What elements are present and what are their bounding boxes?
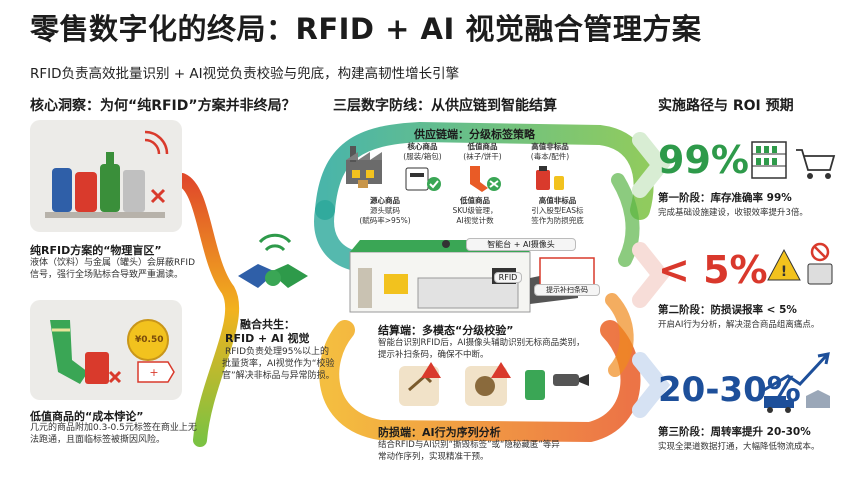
- factory-illustration: [346, 146, 382, 188]
- left-ribbon: [175, 173, 240, 447]
- low-value-card: + ¥0.50: [30, 300, 182, 400]
- card2-title: 低值商品的“成本悖论”: [30, 410, 144, 423]
- page-subtitle: RFID负责高效批量识别 + AI视觉负责校验与兜底，构建高韧性增长引擎: [30, 66, 460, 82]
- fusion-text-1: RFID负责处理95%以上的: [225, 347, 330, 357]
- tier2-sub: (袜子/饼干): [463, 152, 502, 161]
- checkout-text-2: 提示补扫条码，确保不中断。: [378, 350, 489, 360]
- chevron-2: [632, 242, 671, 308]
- loss-text-1: 结合RFID与AI识别“撕毁标签”或“隐秘藏匿”等异: [378, 440, 560, 450]
- stage2-title: 第二阶段：防损误报率 < 5%: [658, 304, 797, 316]
- top-ribbon-lower: [314, 200, 362, 270]
- stage2-big: < 5%: [658, 248, 768, 292]
- stage1-big: 99%: [658, 138, 749, 182]
- handshake-illustration: [238, 233, 308, 288]
- stage3-title: 第三阶段：周转率提升 20-30%: [658, 426, 811, 438]
- loss-title: 防损端：AI行为序列分析: [378, 426, 501, 439]
- screen-label: 提示补扫条码: [534, 284, 600, 296]
- tier1-desc-3: (赋码率>95%): [359, 216, 411, 225]
- right-connector-2: [605, 293, 634, 377]
- chevron-1: [632, 132, 671, 198]
- coin-label: ¥0.50: [135, 335, 164, 345]
- tier2-desc-1: 低值商品: [460, 196, 490, 205]
- stage3-desc: 实现全渠道数据打通，大幅降低物流成本。: [658, 442, 820, 452]
- bottom-ribbon: [319, 320, 641, 443]
- tier3-sub: (毒本/配件): [530, 152, 570, 161]
- socks-coin-illustration: +: [50, 319, 175, 384]
- tier3-icon: [536, 166, 564, 190]
- card1-title: 纯RFID方案的“物理盲区”: [30, 244, 162, 257]
- tier2-desc-2: SKU级管理，: [452, 206, 498, 215]
- supply-title: 供应链端：分级标签策略: [414, 128, 535, 141]
- loss-prevention-illustration: [399, 362, 589, 406]
- liquid-metal-card: [30, 120, 182, 232]
- tier2-desc-3: AI视觉计数: [456, 216, 494, 225]
- card2-text-2: 法跑通，且面临标签被撕因风险。: [30, 435, 166, 445]
- stage1-title: 第一阶段：库存准确率 99%: [658, 192, 792, 204]
- drinks-cans-illustration: [45, 130, 169, 218]
- fusion-text-3: 官”解决非标品与异常防损。: [222, 371, 335, 381]
- tier1-desc-2: 源头赋码: [370, 206, 400, 215]
- camera-label: 智能台 + AI摄像头: [466, 238, 576, 251]
- warning-shield-icon: !: [767, 242, 833, 285]
- card1-text-2: 信号，强行全场贴标合导致严重漏读。: [30, 270, 184, 280]
- page-title: 零售数字化的终局：RFID + AI 视觉融合管理方案: [30, 12, 702, 46]
- tier1-icon: [405, 167, 441, 191]
- reader-label: RFID: [494, 272, 522, 283]
- stage1-desc: 完成基础设施建设，收银效率提升3倍。: [658, 208, 808, 218]
- right-section-heading: 实施路径与 ROI 预期: [658, 98, 794, 114]
- tier2-icon: [470, 166, 501, 192]
- right-connector-1: [611, 173, 640, 267]
- checkout-title: 结算端：多模态“分级校验”: [378, 324, 514, 337]
- tier2-head: 低值商品: [467, 142, 498, 151]
- shelf-cart-icon: [751, 141, 836, 179]
- card1-text-1: 液体（饮料）与金属（罐头）会屏蔽RFID: [30, 258, 196, 268]
- chevron-3: [632, 352, 671, 418]
- fusion-text-2: 批量货率，AI视觉作为“校验: [222, 359, 335, 369]
- fusion-title-1: 融合共生：: [240, 318, 295, 331]
- svg-text:!: !: [781, 264, 787, 280]
- tier3-desc-2: 引入股型EAS标: [531, 206, 584, 215]
- center-section-heading: 三层数字防线：从供应链到智能结算: [333, 98, 557, 114]
- left-section-heading: 核心洞察：为何“纯RFID”方案并非终局？: [30, 98, 296, 114]
- tier3-desc-1: 高值非标品: [538, 196, 577, 205]
- stage2-desc: 开启AI行为分析，解决混合商品组离痛点。: [658, 320, 820, 330]
- loss-text-2: 常动作序列，实现精准干预。: [378, 452, 489, 462]
- tier1-sub: (服装/箱包): [403, 152, 442, 161]
- tier3-head: 高值非标品: [531, 142, 569, 151]
- checkout-text-1: 智能台识别RFID后，AI摄像头辅助识别无标商品类别，: [378, 338, 585, 348]
- svg-text:+: +: [149, 366, 158, 379]
- tier1-desc-1: 源心商品: [370, 196, 400, 205]
- tier1-head: 核心商品: [407, 142, 438, 151]
- growth-truck-icon: [763, 352, 830, 413]
- tier3-desc-3: 签作为防损兜底: [531, 216, 584, 225]
- card2-text-1: 几元的商品附加0.3-0.5元标签在商业上无: [30, 423, 197, 433]
- fusion-title-2: RFID + AI 视觉: [225, 332, 310, 345]
